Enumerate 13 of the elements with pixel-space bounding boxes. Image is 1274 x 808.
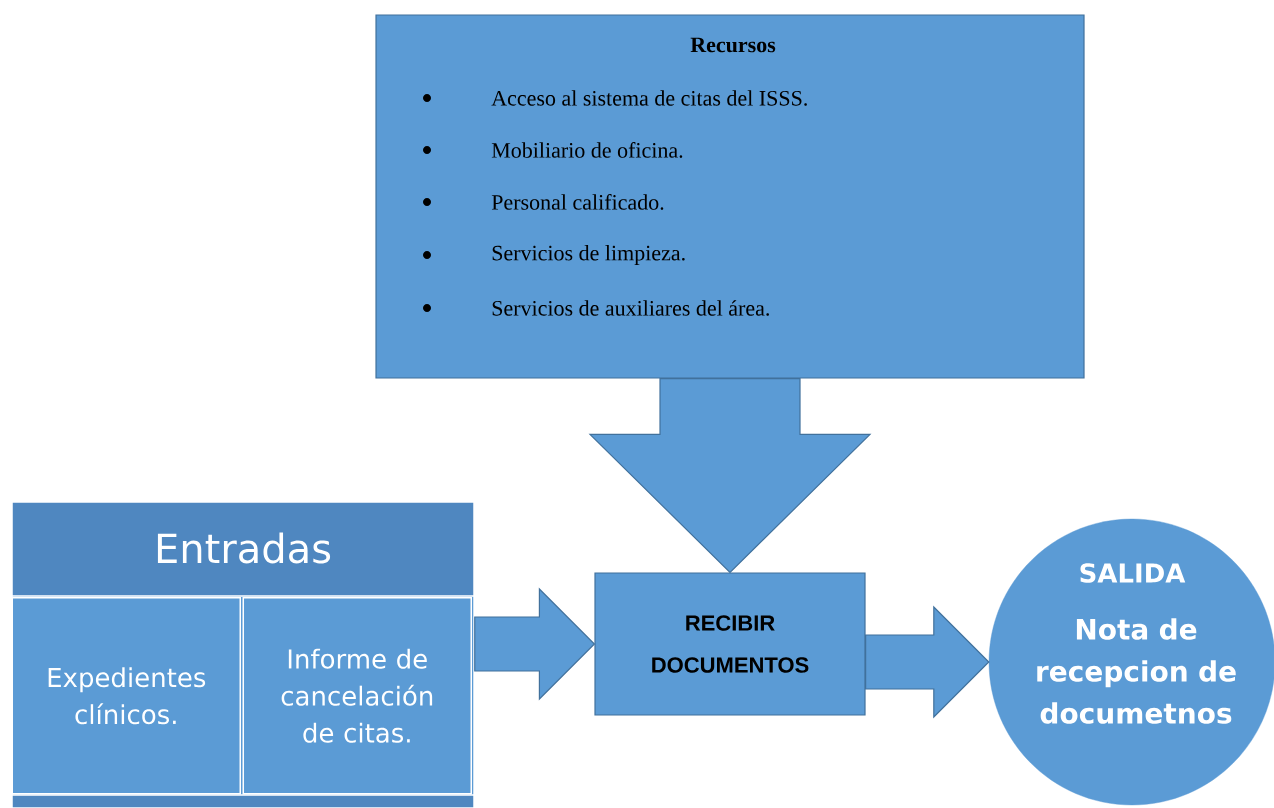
list-item: Servicios de auxiliares del área. (492, 300, 769, 316)
block-arrow (865, 605, 990, 719)
list-item: Servicios de limpieza. (492, 245, 685, 265)
list-item: Acceso al sistema de citas del ISSS. (491, 90, 807, 106)
heading: Recursos (690, 37, 776, 53)
header-band: Entradas (11, 501, 475, 597)
table-cell: Expedientes clínicos. (11, 597, 241, 795)
list-item: Personal calificado. (491, 194, 664, 210)
block-arrow (474, 587, 596, 701)
block-arrow (588, 378, 872, 574)
list-item: Mobiliario de oficina. (491, 142, 683, 158)
table-cell: Informe de cancelación de citas. (242, 597, 472, 795)
process-box: RECIBIR DOCUMENTOS (594, 572, 866, 716)
